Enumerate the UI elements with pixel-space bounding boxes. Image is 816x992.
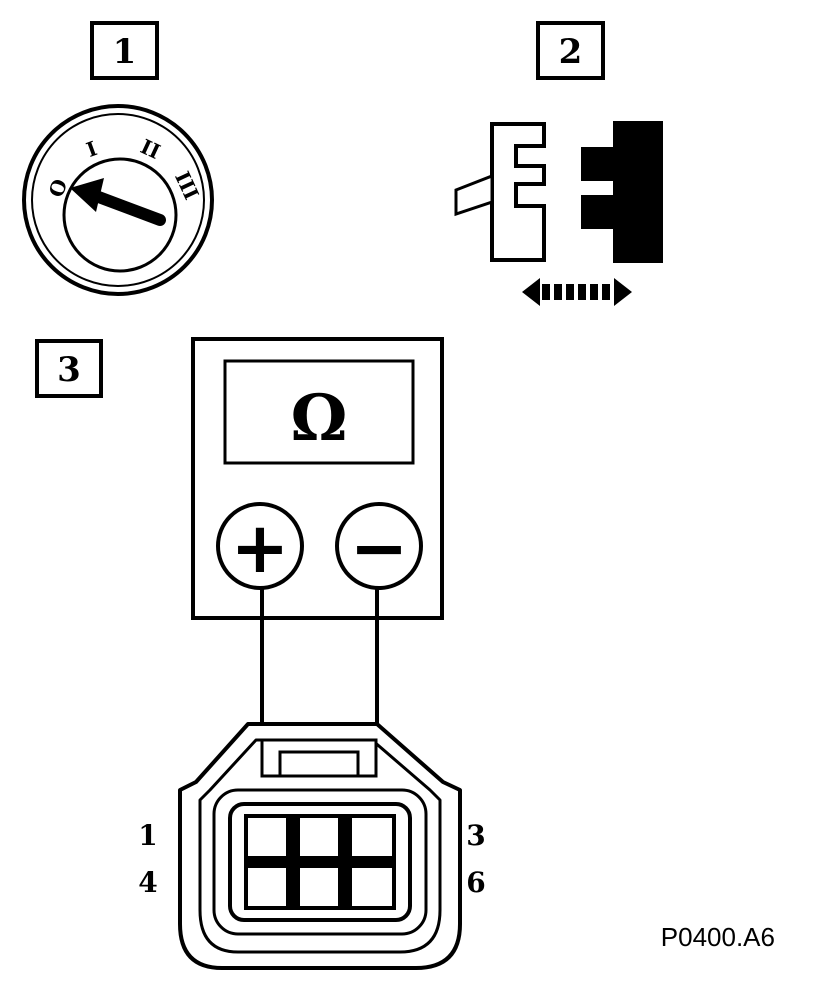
pin-label-3: 3 <box>466 819 485 852</box>
step-3-label: 3 <box>35 339 103 398</box>
step-3-number: 3 <box>57 350 81 390</box>
pin-label-1: 1 <box>138 819 157 852</box>
connector-disconnect-icon <box>454 121 663 306</box>
step-1-label: 1 <box>90 21 159 80</box>
key-arrow-icon <box>70 178 166 226</box>
connector-latch <box>260 738 378 778</box>
positive-terminal: + <box>216 502 304 590</box>
plus-symbol: + <box>231 507 290 589</box>
pin-label-4: 4 <box>138 866 157 899</box>
ohmmeter: Ω + − <box>191 337 444 620</box>
step-1-number: 1 <box>113 32 137 72</box>
minus-symbol: − <box>350 507 409 589</box>
step-2-label: 2 <box>536 21 605 80</box>
double-arrow-icon <box>522 278 632 306</box>
step-2-number: 2 <box>559 32 583 72</box>
pin-label-6: 6 <box>466 866 485 899</box>
connector-pins <box>244 814 396 910</box>
meter-display-ohm: Ω <box>291 381 348 456</box>
reference-code: P0400.A6 <box>661 922 775 952</box>
negative-terminal: − <box>335 502 423 590</box>
connector-face: 1 4 3 6 <box>138 722 486 970</box>
ignition-switch-icon: O I II III <box>22 104 214 296</box>
